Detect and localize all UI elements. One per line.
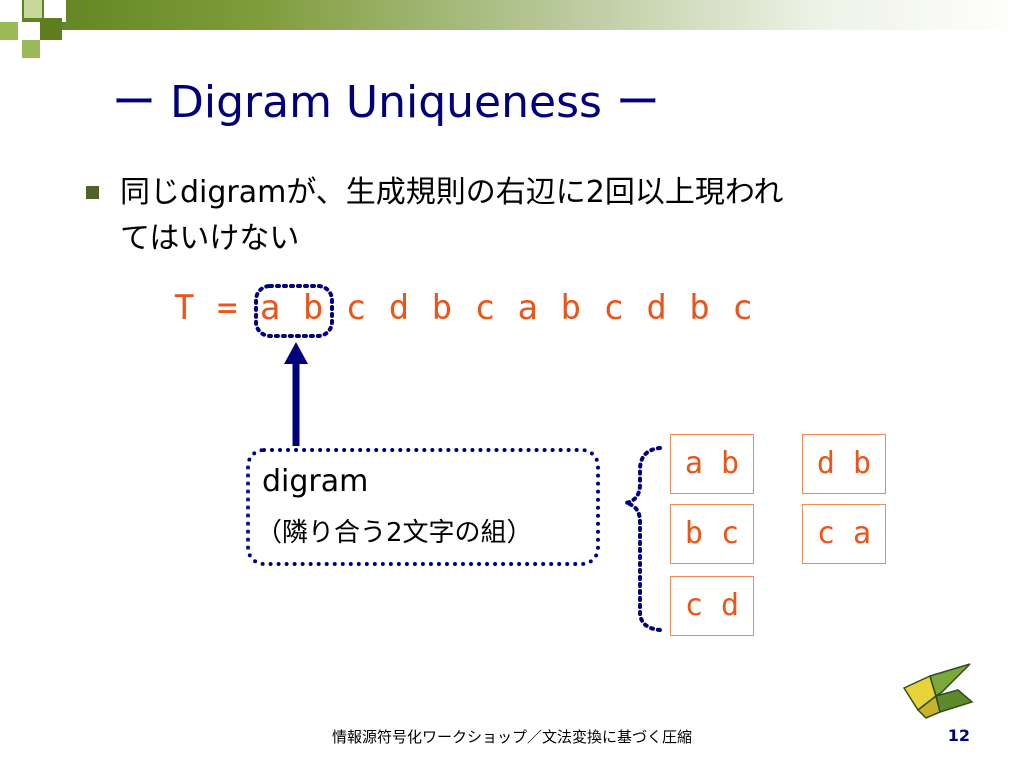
footer-text: 情報源符号化ワークショップ／文法変換に基づく圧縮: [331, 728, 692, 746]
origami-crane-icon: [902, 663, 974, 719]
digram-highlight-ellipse: [254, 284, 334, 338]
digram-callout-box: [246, 448, 600, 566]
pair-cell-bc: b c: [670, 504, 754, 564]
corner-squares-decoration: [0, 0, 80, 60]
arrow-head-icon: [284, 342, 308, 364]
square-bullet-icon: [86, 186, 99, 199]
digram-note: （隣り合う2文字の組）: [256, 518, 533, 548]
page-number: 12: [947, 726, 970, 745]
pair-cell-ca: c a: [802, 504, 886, 564]
header-gradient-bar: [0, 0, 1024, 30]
sequence-formula: T = a b c d b c a b c d b c: [174, 288, 754, 328]
bullet-line-2: てはいけない: [120, 221, 300, 256]
digram-label: digram: [262, 464, 369, 499]
pair-cell-cd: c d: [670, 576, 754, 636]
pair-cell-ab: a b: [670, 434, 754, 494]
curly-brace-icon: [625, 446, 662, 632]
pair-cell-db: d b: [802, 434, 886, 494]
slide-title: ー Digram Uniqueness ー: [112, 77, 660, 128]
bullet-line-1: 同じdigramが、生成規則の右辺に2回以上現われ: [120, 175, 784, 210]
bullet-text: 同じdigramが、生成規則の右辺に2回以上現われ てはいけない: [120, 170, 980, 262]
